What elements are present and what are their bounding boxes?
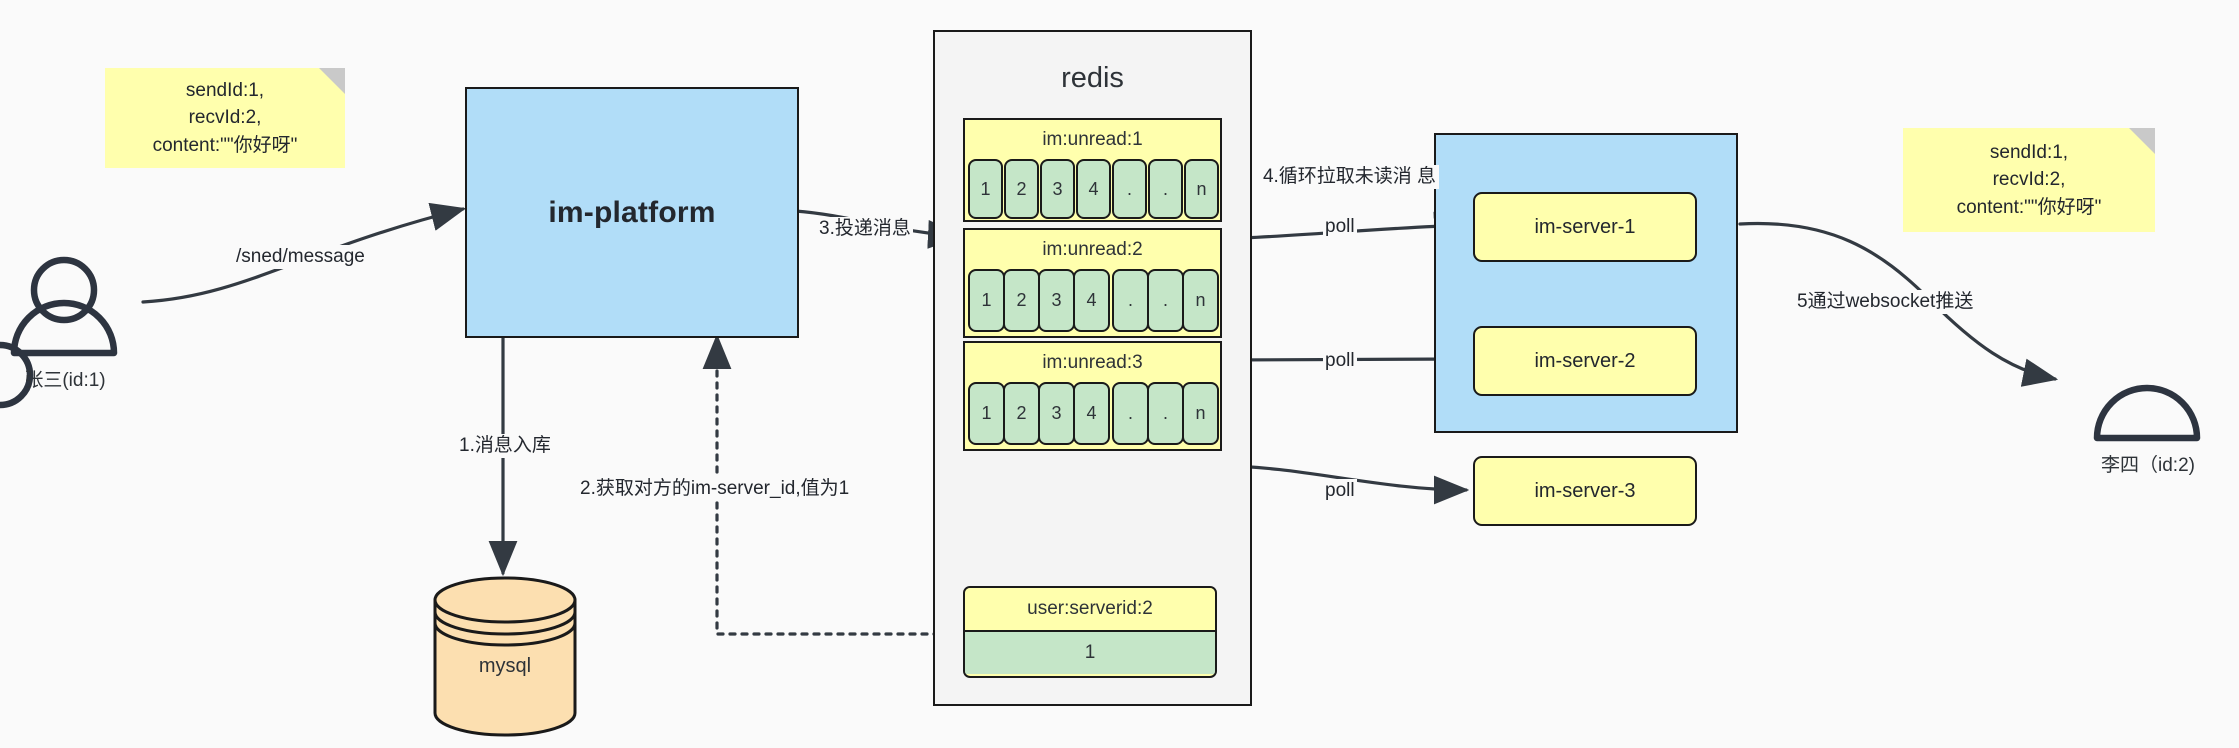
redis-cell[interactable]: . [1148, 159, 1183, 219]
redis-cell[interactable]: 1 [968, 382, 1005, 445]
redis-list-cells: 1 2 3 4 . . n [965, 382, 1220, 445]
edge-label-step3: 3.投递消息 [817, 217, 913, 241]
im-platform-label: im-platform [548, 195, 716, 229]
redis-kv-user-serverid[interactable]: user:serverid:2 1 [963, 586, 1217, 678]
redis-cell[interactable]: 3 [1038, 382, 1075, 445]
im-server-3-label: im-server-3 [1534, 479, 1636, 502]
redis-list-group-1[interactable]: im:unread:1 1 2 3 4 . . n [963, 118, 1222, 222]
redis-cell[interactable]: 4 [1073, 269, 1110, 332]
redis-cell[interactable]: n [1184, 159, 1219, 219]
redis-cell[interactable]: 1 [968, 269, 1005, 332]
sticky-note-left-text: sendId:1, recvId:2, content:""你好呀" [152, 79, 298, 156]
redis-kv-key: user:serverid:2 [965, 588, 1215, 630]
redis-list-key: im:unread:1 [1042, 129, 1143, 150]
redis-list-cells: 1 2 3 4 . . n [965, 269, 1220, 332]
redis-cell[interactable]: 2 [1004, 159, 1039, 219]
redis-list-group-3[interactable]: im:unread:3 1 2 3 4 . . n [963, 341, 1222, 451]
sticky-note-right-text: sendId:1, recvId:2, content:""你好呀" [1956, 141, 2102, 218]
redis-list-group-2[interactable]: im:unread:2 1 2 3 4 . . n [963, 228, 1222, 338]
note-fold-corner [2129, 128, 2155, 154]
sticky-note-left: sendId:1, recvId:2, content:""你好呀" [105, 68, 345, 168]
redis-list-key: im:unread:3 [1042, 352, 1143, 373]
node-im-platform[interactable]: im-platform [465, 87, 799, 338]
redis-cell[interactable]: . [1112, 269, 1149, 332]
redis-cell[interactable]: 4 [1076, 159, 1111, 219]
im-server-2-label: im-server-2 [1534, 349, 1636, 372]
redis-cell[interactable]: 3 [1040, 159, 1075, 219]
mysql-label: mysql [478, 655, 532, 677]
redis-list-key: im:unread:2 [1042, 239, 1143, 260]
edge-label-send-message: /sned/message [234, 245, 367, 269]
redis-cell[interactable]: . [1147, 382, 1184, 445]
redis-cell[interactable]: 3 [1038, 269, 1075, 332]
sender-actor-icon [10, 256, 118, 357]
edge-label-step1: 1.消息入库 [457, 434, 553, 458]
redis-kv-value: 1 [965, 630, 1215, 674]
edge-label-poll-2: poll [1323, 349, 1357, 373]
redis-cell[interactable]: . [1147, 269, 1184, 332]
edge-label-step4: 4.循环拉取未读消 息 [1260, 165, 1439, 189]
receiver-label: 李四（id:2) [2101, 455, 2195, 476]
node-im-server-3[interactable]: im-server-3 [1473, 456, 1697, 526]
redis-cell[interactable]: . [1112, 159, 1147, 219]
sticky-note-right: sendId:1, recvId:2, content:""你好呀" [1903, 128, 2155, 232]
redis-cell[interactable]: n [1182, 269, 1219, 332]
node-im-server-1[interactable]: im-server-1 [1473, 192, 1697, 262]
node-mysql[interactable]: mysql [435, 655, 575, 685]
note-fold-corner [319, 68, 345, 94]
redis-list-cells: 1 2 3 4 . . n [965, 159, 1220, 219]
sender-label: 张三(id:1) [24, 370, 106, 391]
edge-label-poll-1: poll [1323, 215, 1357, 239]
redis-cell[interactable]: 2 [1003, 382, 1040, 445]
redis-title: redis [1061, 62, 1124, 94]
redis-cell[interactable]: 2 [1003, 269, 1040, 332]
node-im-server-2[interactable]: im-server-2 [1473, 326, 1697, 396]
redis-cell[interactable]: 1 [968, 159, 1003, 219]
redis-cell[interactable]: n [1182, 382, 1219, 445]
edge-label-step2: 2.获取对方的im-server_id,值为1 [578, 477, 852, 501]
im-server-1-label: im-server-1 [1534, 215, 1636, 238]
edge-label-poll-3: poll [1323, 479, 1357, 503]
redis-cell[interactable]: 4 [1073, 382, 1110, 445]
edge-label-step5: 5通过websocket推送 [1795, 290, 1976, 314]
redis-cell[interactable]: . [1112, 382, 1149, 445]
